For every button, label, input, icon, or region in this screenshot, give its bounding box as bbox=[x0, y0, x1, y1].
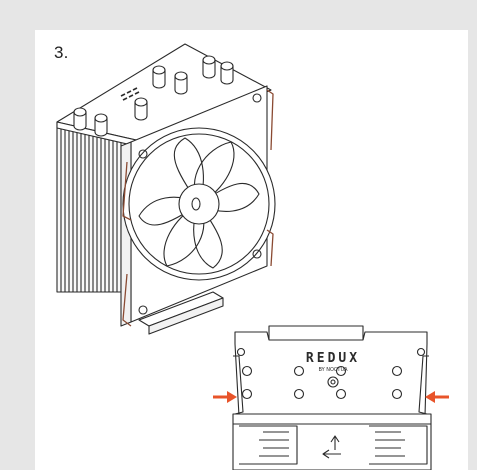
instruction-panel: 3. bbox=[35, 30, 468, 470]
fan bbox=[120, 85, 276, 327]
airflow-arrow-up-icon bbox=[330, 435, 340, 450]
fan-edge bbox=[232, 413, 432, 470]
bracket-detail bbox=[232, 325, 432, 470]
fan-blades bbox=[138, 137, 260, 269]
bracket-brand: REDUX bbox=[306, 351, 360, 366]
cooler-base bbox=[138, 291, 224, 335]
heatsink-fins bbox=[56, 93, 132, 293]
bracket-holes bbox=[241, 365, 403, 400]
heatpipe-ends bbox=[73, 55, 234, 137]
bracket-plate bbox=[234, 331, 428, 417]
fan-clips bbox=[122, 89, 274, 327]
right-clip bbox=[418, 355, 429, 415]
step-number: 3. bbox=[54, 43, 69, 62]
arrow-left-icon bbox=[425, 391, 449, 403]
installation-illustration: REDUX BY NOCTUA bbox=[56, 43, 449, 470]
fan-vanes bbox=[259, 431, 405, 457]
cpu-cooler bbox=[56, 43, 276, 335]
top-logo-marks bbox=[120, 87, 140, 101]
arrow-right-icon bbox=[213, 391, 237, 403]
airflow-arrow-left-icon bbox=[322, 449, 341, 459]
left-clip bbox=[233, 355, 244, 415]
bracket-subbrand: BY NOCTUA bbox=[318, 367, 348, 373]
